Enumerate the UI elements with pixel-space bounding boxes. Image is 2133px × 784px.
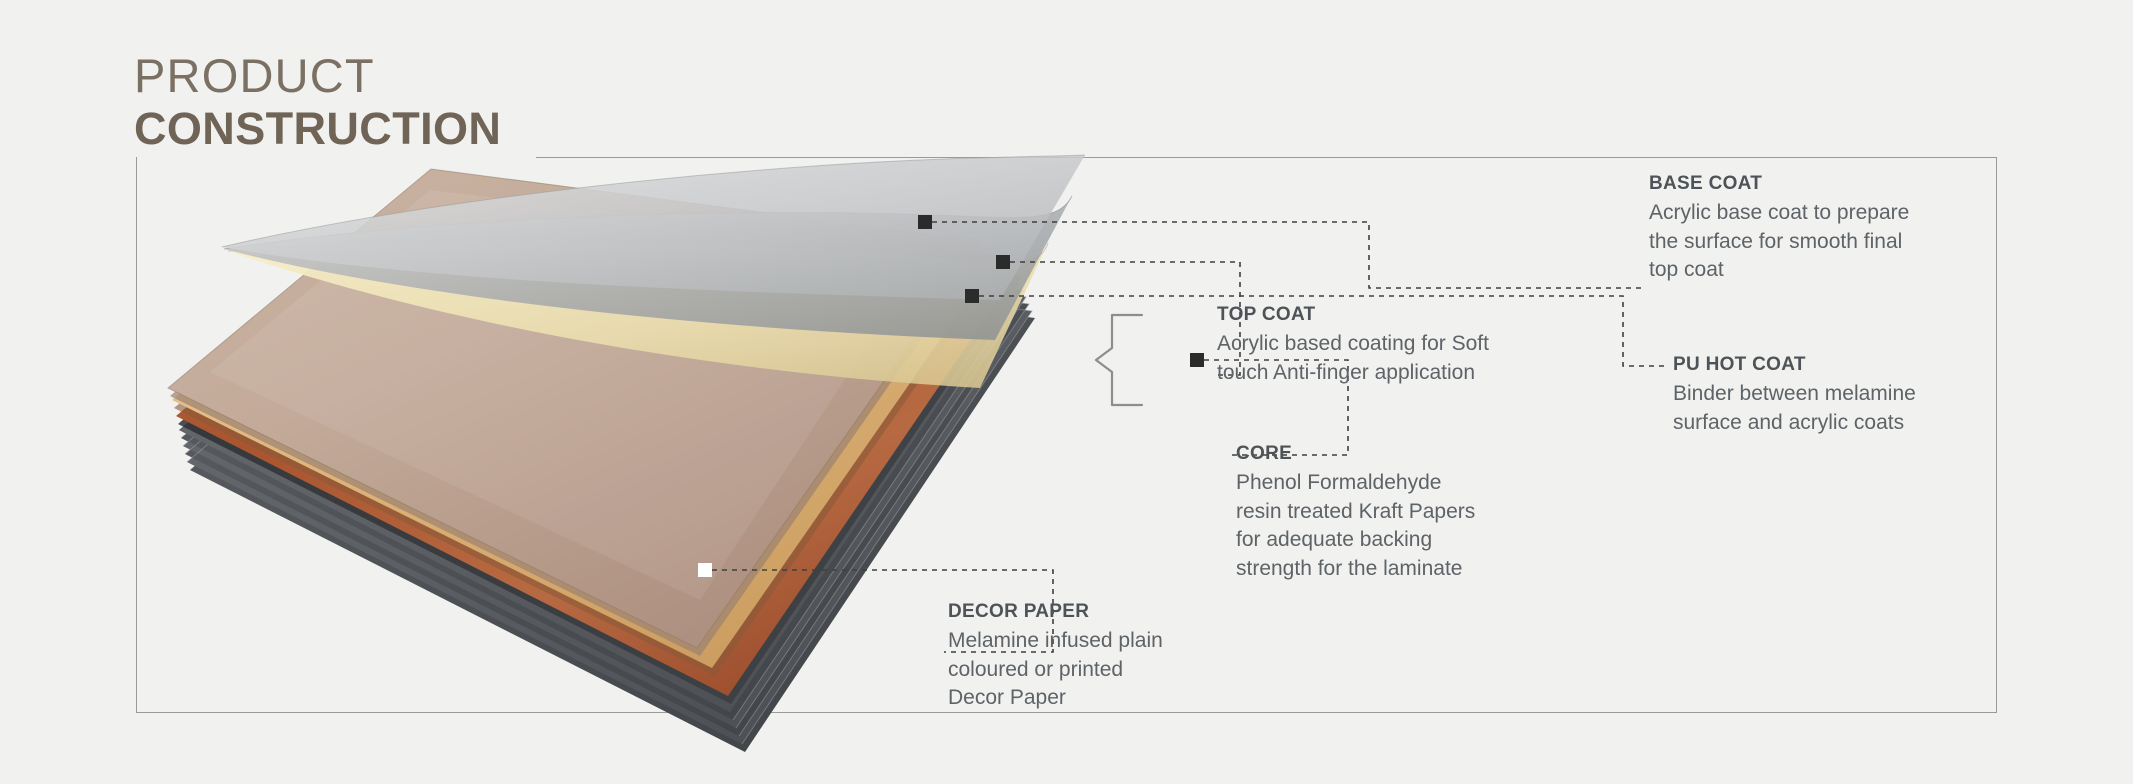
- callout-decor-paper-title: DECOR PAPER: [948, 601, 1090, 622]
- callout-core-title: CORE: [1236, 443, 1293, 464]
- callout-top-coat-title: TOP COAT: [1217, 304, 1316, 325]
- marker-core: [1190, 353, 1204, 367]
- marker-base-coat: [918, 215, 932, 229]
- callout-base-coat-line-2: the surface for smooth final: [1649, 229, 1903, 253]
- callout-pu-hot-coat-title: PU HOT COAT: [1673, 354, 1806, 375]
- callout-base-coat-body: Acrylic base coat to prepare the surface…: [1649, 199, 1909, 285]
- page-title-line2: CONSTRUCTION: [134, 103, 502, 154]
- callout-core: CORE Phenol Formaldehyde resin treated K…: [1236, 442, 1475, 584]
- callout-base-coat-line-1: Acrylic base coat to prepare: [1649, 200, 1910, 224]
- callout-core-line-4: strength for the laminate: [1236, 557, 1463, 581]
- callout-decor-paper-body: Melamine infused plain coloured or print…: [948, 627, 1163, 713]
- callout-decor-paper-line-2: coloured or printed: [948, 657, 1124, 681]
- callout-pu-hot-coat: PU HOT COAT Binder between melamine surf…: [1673, 353, 1916, 437]
- callout-decor-paper-line-3: Decor Paper: [948, 686, 1066, 710]
- content-frame: [136, 157, 1997, 713]
- callout-pu-hot-coat-line-1: Binder between melamine: [1673, 381, 1916, 405]
- callout-leader-lines: [712, 221, 1668, 653]
- callout-core-body: Phenol Formaldehyde resin treated Kraft …: [1236, 469, 1475, 584]
- callout-base-coat-line-3: top coat: [1649, 258, 1724, 282]
- callout-pu-hot-coat-body: Binder between melamine surface and acry…: [1673, 380, 1916, 438]
- marker-pu-hot-coat: [965, 289, 979, 303]
- callout-markers: [698, 215, 1204, 577]
- callout-pu-hot-coat-line-2: surface and acrylic coats: [1673, 410, 1905, 434]
- frame-top-rule: [536, 157, 1997, 158]
- marker-top-coat: [996, 255, 1010, 269]
- base-coat-layer: [221, 154, 1086, 300]
- page-title-line1: PRODUCT: [134, 49, 375, 102]
- callout-core-line-3: for adequate backing: [1236, 528, 1433, 552]
- core-bracket: [1094, 313, 1144, 407]
- callout-top-coat: TOP COAT Acrylic based coating for Soft …: [1217, 303, 1489, 387]
- callout-core-line-1: Phenol Formaldehyde: [1236, 470, 1442, 494]
- callout-decor-paper: DECOR PAPER Melamine infused plain colou…: [948, 600, 1163, 713]
- callout-top-coat-body: Acrylic based coating for Soft touch Ant…: [1217, 330, 1489, 388]
- callout-core-line-2: resin treated Kraft Papers: [1236, 499, 1476, 523]
- page-title: PRODUCT CONSTRUCTION: [134, 52, 501, 151]
- callout-base-coat-title: BASE COAT: [1649, 173, 1763, 194]
- marker-decor-paper: [698, 563, 712, 577]
- callout-top-coat-line-1: Acrylic based coating for Soft: [1217, 331, 1489, 355]
- callout-decor-paper-line-1: Melamine infused plain: [948, 628, 1163, 652]
- callout-top-coat-line-2: touch Anti-finger application: [1217, 360, 1475, 384]
- callout-base-coat: BASE COAT Acrylic base coat to prepare t…: [1649, 172, 1909, 285]
